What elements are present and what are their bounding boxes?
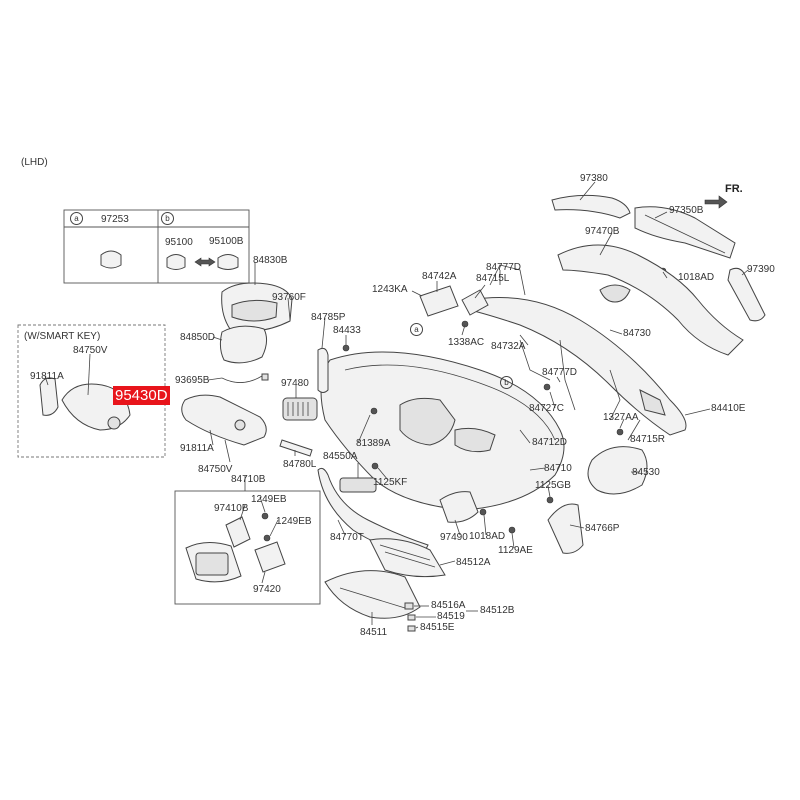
part-label: 84516A [431,600,466,611]
crash-pad-lower-shape [181,394,267,446]
part-label: 84410E [711,403,746,414]
trim-84780l-shape [279,439,313,457]
legend-part-95100b: 95100B [209,236,244,247]
front-arrow-icon [704,195,728,209]
garnish-84766p-shape [547,503,584,554]
center-console-opening-shape [399,397,456,446]
glove-box-shape [324,570,421,619]
part-label: 84715L [476,273,510,284]
inset-part-97420: 97420 [253,584,281,595]
part-label: 93695B [175,375,210,386]
inset-part-97410b: 97410B [214,503,249,514]
part-label: 84777D [486,262,522,273]
part-label: 84770T [330,532,364,543]
center-fascia-inset-box [174,490,321,605]
part-label: 84742A [422,271,457,282]
clip-95100b-shape [217,254,239,270]
part-label: 97390 [747,264,775,275]
front-direction-label: FR. [725,183,743,195]
smart-key-part-91811a: 91811A [30,371,64,382]
part-label: 1125KF [373,477,408,488]
vent-97420-shape [254,541,286,573]
duct-97350b-shape [634,206,736,259]
part-label: 84780L [283,459,317,470]
side-cover-shape [317,347,329,393]
lhd-label: (LHD) [21,157,48,168]
bracket-84742a-shape [419,285,459,317]
part-label: 97480 [281,378,309,389]
part-label: 84777D [542,367,578,378]
part-label: 84750V [198,464,233,475]
legend-part-95100: 95100 [165,237,193,248]
vent-97410b-shape [225,516,251,548]
part-label: 1338AC [448,337,485,348]
inset-part-1249eb-right: 1249EB [276,516,312,527]
smart-key-title: (W/SMART KEY) [24,331,101,342]
diagram-marker-a: a [410,323,423,336]
wire-shape [221,375,269,383]
part-label: 1243KA [372,284,408,295]
part-label: 97470B [585,226,620,237]
part-label: 84785P [311,312,346,323]
double-arrow-icon [194,257,216,267]
duct-97470b-shape [557,244,744,356]
part-label: 84519 [437,611,465,622]
switch-panel-shape [339,477,377,493]
center-fascia-shape [439,491,479,523]
cover-84512a-shape [369,538,446,578]
highlighted-part-number: 95430D [113,386,170,405]
legend-box [63,209,250,284]
cowl-cross-bar-shape [469,297,687,436]
airbag-module-shape [587,446,648,495]
legend-part-97253: 97253 [101,214,129,225]
duct-97380-shape [551,194,631,219]
part-label: 84530 [632,467,660,478]
part-label: 91811A [180,443,214,454]
part-label: 84732A [491,341,526,352]
vent-97480-shape [282,397,318,421]
part-label: 1129AE [498,545,533,556]
part-label: 1125GB [535,480,571,491]
part-label: 84712D [532,437,568,448]
part-label: 1327AA [603,412,639,423]
part-label: 1018AD [469,531,506,542]
part-label: 84727C [529,403,565,414]
inset-part-1249eb-top: 1249EB [251,494,287,505]
part-label: 97490 [440,532,468,543]
part-label: 84830B [253,255,288,266]
clip-95100-shape [166,254,186,270]
part-label: 84512A [456,557,491,568]
bracket-left-shape [39,377,59,416]
part-label: 84511 [360,627,388,638]
clip-97253-shape [100,250,122,269]
part-label: 84730 [623,328,651,339]
part-label: 97380 [580,173,608,184]
part-label: 84715R [630,434,666,445]
duct-97390-shape [727,267,766,322]
part-label: 84433 [333,325,361,336]
part-label: 84766P [585,523,620,534]
part-label: 84512B [480,605,515,616]
part-label: 1018AD [678,272,715,283]
legend-marker-b: b [161,212,174,225]
part-label: 84710 [544,463,572,474]
part-label: 93760F [272,292,306,303]
smart-key-part-84750v: 84750V [73,345,108,356]
part-label: 84515E [420,622,455,633]
part-label: 84710B [231,474,266,485]
part-label: 81389A [356,438,391,449]
diagram-marker-b: b [500,376,513,389]
part-label: 84550A [323,451,358,462]
part-label: 97350B [669,205,704,216]
legend-marker-a: a [70,212,83,225]
part-label: 84850D [180,332,216,343]
smart-key-button-shape [107,416,121,430]
cluster-fascia-shape [219,325,268,364]
